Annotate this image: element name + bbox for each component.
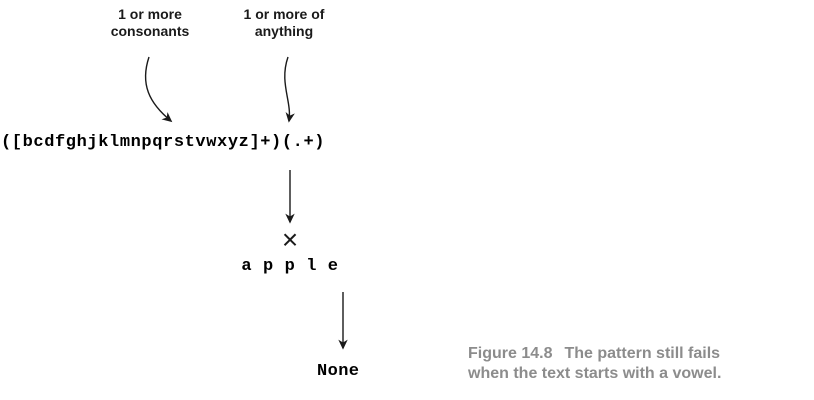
test-string: a p p l e bbox=[241, 257, 339, 276]
annotation-anything-line1: 1 or more of bbox=[243, 6, 325, 22]
curved-arrow-left-icon bbox=[144, 56, 173, 123]
annotation-anything-line2: anything bbox=[254, 23, 314, 39]
annotation-anything: 1 or more of anything bbox=[226, 6, 342, 40]
annotation-consonants: 1 or more consonants bbox=[92, 6, 208, 40]
figure-caption: Figure 14.8 The pattern still fails when… bbox=[468, 344, 798, 384]
figure-caption-label: Figure 14.8 bbox=[468, 345, 553, 362]
curved-arrow-right-icon bbox=[284, 56, 295, 123]
result-none: None bbox=[317, 362, 360, 381]
figure-caption-text2: when the text starts with a vowel. bbox=[468, 365, 722, 382]
regex-pattern: ([bcdfghjklmnpqrstvwxyz]+)(.+) bbox=[1, 133, 326, 152]
figure-caption-text1: The pattern still fails bbox=[564, 345, 721, 362]
fail-cross-icon: × bbox=[281, 224, 299, 255]
annotation-consonants-line2: consonants bbox=[110, 23, 190, 39]
figure-caption-line1: Figure 14.8 The pattern still fails bbox=[468, 344, 798, 364]
annotation-consonants-line1: 1 or more bbox=[118, 6, 182, 22]
